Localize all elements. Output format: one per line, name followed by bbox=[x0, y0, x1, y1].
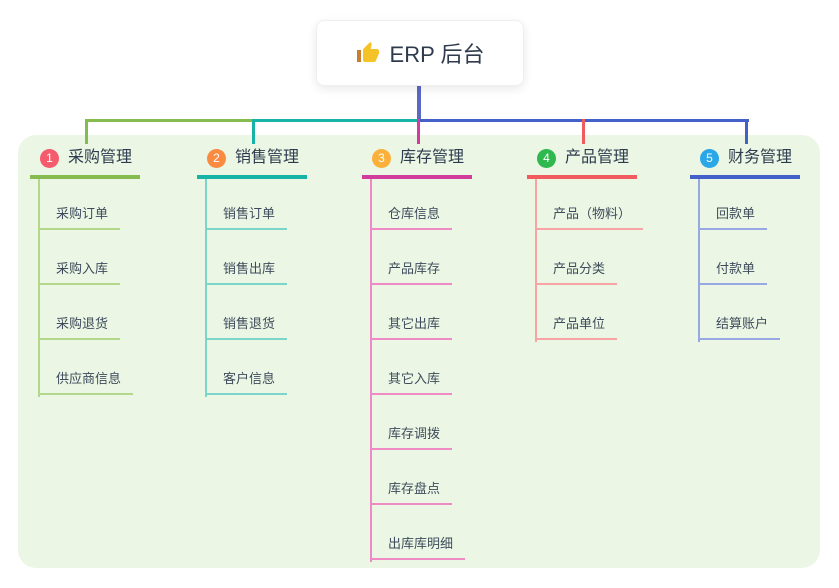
child-node[interactable]: 库存盘点 bbox=[370, 481, 453, 505]
branch-node-4[interactable]: 4 产品管理 bbox=[527, 145, 638, 179]
rail-segment-branch2 bbox=[253, 119, 419, 122]
child-node[interactable]: 销售出库 bbox=[205, 261, 288, 285]
branch-number-badge: 5 bbox=[700, 148, 719, 168]
child-node[interactable]: 产品（物料） bbox=[535, 206, 644, 230]
branch-label: 采购管理 bbox=[68, 149, 133, 166]
branch-label: 财务管理 bbox=[728, 149, 793, 166]
rail-stub-branch4 bbox=[582, 119, 585, 144]
child-node[interactable]: 产品库存 bbox=[370, 261, 453, 285]
root-connector-stem bbox=[417, 84, 421, 122]
child-node[interactable]: 出库库明细 bbox=[370, 536, 466, 560]
branch-number-badge: 3 bbox=[372, 148, 391, 168]
root-node[interactable]: ERP 后台 bbox=[316, 20, 524, 86]
branch-node-2[interactable]: 2 销售管理 bbox=[197, 145, 308, 179]
child-node[interactable]: 采购订单 bbox=[38, 206, 121, 230]
branch-label: 库存管理 bbox=[400, 149, 465, 166]
child-node[interactable]: 采购入库 bbox=[38, 261, 121, 285]
child-node[interactable]: 销售订单 bbox=[205, 206, 288, 230]
rail-stub-branch3 bbox=[417, 119, 420, 144]
child-node[interactable]: 其它入库 bbox=[370, 371, 453, 395]
rail-stub-branch2 bbox=[252, 119, 255, 144]
branches-panel bbox=[18, 135, 820, 568]
rail-stub-branch5 bbox=[745, 119, 748, 144]
branch-label: 产品管理 bbox=[565, 149, 630, 166]
child-node[interactable]: 回款单 bbox=[698, 206, 768, 230]
rail-stub-branch1 bbox=[85, 119, 88, 144]
child-node[interactable]: 付款单 bbox=[698, 261, 768, 285]
branch-trunk-line bbox=[535, 179, 537, 342]
branch-number-badge: 2 bbox=[207, 148, 226, 168]
thumbs-up-icon bbox=[356, 41, 380, 65]
branch-node-1[interactable]: 1 采购管理 bbox=[30, 145, 141, 179]
child-node[interactable]: 产品单位 bbox=[535, 316, 618, 340]
child-node[interactable]: 销售退货 bbox=[205, 316, 288, 340]
branch-node-5[interactable]: 5 财务管理 bbox=[690, 145, 801, 179]
branch-label: 销售管理 bbox=[235, 149, 300, 166]
child-node[interactable]: 采购退货 bbox=[38, 316, 121, 340]
child-node[interactable]: 供应商信息 bbox=[38, 371, 134, 395]
branch-trunk-line bbox=[370, 179, 372, 562]
child-node[interactable]: 客户信息 bbox=[205, 371, 288, 395]
branch-number-badge: 1 bbox=[40, 148, 59, 168]
child-node[interactable]: 产品分类 bbox=[535, 261, 618, 285]
branch-trunk-line bbox=[698, 179, 700, 342]
root-label: ERP 后台 bbox=[389, 42, 485, 67]
child-node[interactable]: 仓库信息 bbox=[370, 206, 453, 230]
rail-segment-branch1 bbox=[86, 119, 253, 122]
branch-number-badge: 4 bbox=[537, 148, 556, 168]
branch-node-3[interactable]: 3 库存管理 bbox=[362, 145, 473, 179]
child-node[interactable]: 结算账户 bbox=[698, 316, 781, 340]
branch-trunk-line bbox=[205, 179, 207, 397]
branch-trunk-line bbox=[38, 179, 40, 397]
child-node[interactable]: 库存调拨 bbox=[370, 426, 453, 450]
child-node[interactable]: 其它出库 bbox=[370, 316, 453, 340]
